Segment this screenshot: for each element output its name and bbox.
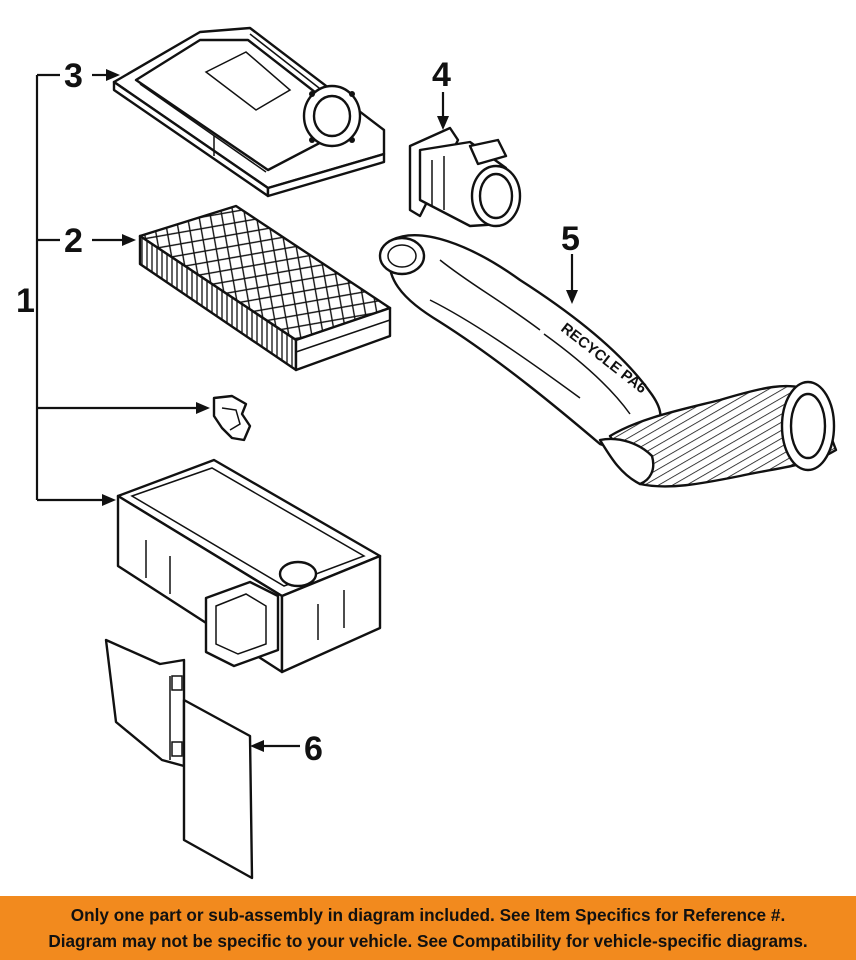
callout-2: 2	[64, 222, 83, 260]
disclaimer-line-2: Diagram may not be specific to your vehi…	[48, 931, 808, 951]
leader-4	[437, 92, 449, 130]
disclaimer-line-1: Only one part or sub-assembly in diagram…	[70, 905, 786, 925]
air-cleaner-cover	[112, 26, 386, 198]
leader-3	[92, 69, 120, 81]
parts-diagram: 1 2 3 4 5 6	[16, 26, 838, 880]
intake-hose: RECYCLE PA6	[378, 234, 838, 488]
leader-2	[92, 234, 136, 246]
mass-air-flow-sensor	[408, 126, 522, 228]
leader-5	[566, 254, 578, 304]
air-shield-plate	[104, 638, 254, 880]
air-filter-element	[138, 204, 392, 372]
callout-1: 1	[16, 282, 35, 320]
callout-4: 4	[432, 56, 451, 94]
assembly-bracket	[35, 73, 210, 506]
callout-6: 6	[304, 730, 323, 768]
callout-5: 5	[561, 220, 580, 258]
air-cleaner-lower-housing	[116, 458, 382, 674]
leader-6	[250, 740, 300, 752]
retaining-clip	[212, 394, 252, 442]
disclaimer-banner: Only one part or sub-assembly in diagram…	[0, 896, 856, 960]
callout-3: 3	[64, 57, 83, 95]
